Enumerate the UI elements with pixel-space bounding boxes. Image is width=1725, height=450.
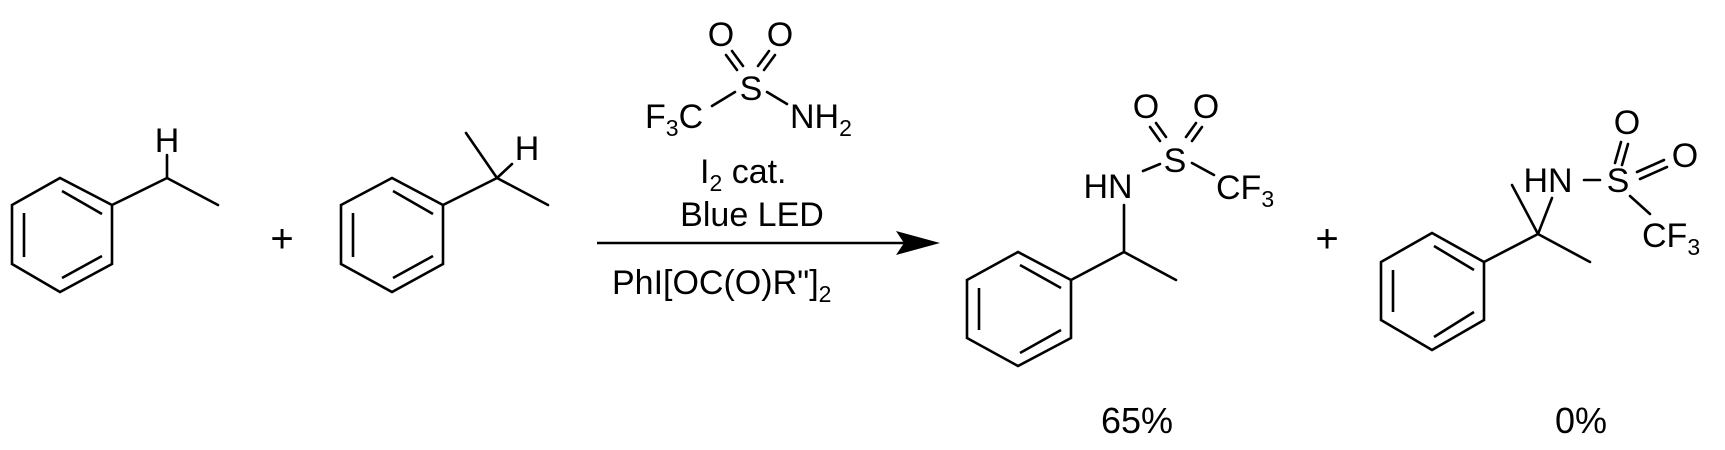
trifluoromethyl-label: CF3 xyxy=(1216,169,1274,212)
bond xyxy=(495,176,550,207)
light-source-text: Blue LED xyxy=(680,196,824,234)
oxygen-label: O xyxy=(767,16,793,54)
oxidant-text: PhI[OC(O)R"]2 xyxy=(612,264,831,307)
nh-label: HN xyxy=(1083,168,1132,206)
benzene-ring xyxy=(1379,231,1486,352)
sulfur-label: S xyxy=(1164,142,1187,180)
oxygen-label: O xyxy=(1672,137,1698,175)
hydrogen-label: H xyxy=(515,130,540,168)
reaction-arrow xyxy=(597,231,940,255)
oxygen-label: O xyxy=(1614,104,1640,142)
reagent-triflamide: O O S F3C NH2 xyxy=(645,16,852,141)
oxygen-label: O xyxy=(1193,88,1219,126)
plus-sign: + xyxy=(270,217,293,261)
plus-sign: + xyxy=(1315,217,1338,261)
hydrogen-label: H xyxy=(155,122,180,160)
benzene-ring xyxy=(339,176,445,294)
catalyst-text: I2 cat. xyxy=(700,153,787,196)
reactant-cumene: H xyxy=(339,130,550,294)
sulfur-label: S xyxy=(740,70,763,108)
oxygen-label: O xyxy=(708,16,734,54)
product-1-yield: 65% xyxy=(1101,400,1173,441)
nh-label: HN xyxy=(1523,162,1572,200)
bond xyxy=(441,176,499,207)
amine-group-label: NH2 xyxy=(790,98,852,141)
bond xyxy=(165,176,220,207)
bond xyxy=(495,162,514,180)
product-2-yield: 0% xyxy=(1555,400,1607,441)
product-secondary-triflamide: HN S O O CF3 xyxy=(965,88,1274,368)
sulfur-label: S xyxy=(1607,162,1630,200)
benzene-ring xyxy=(10,176,114,294)
bond xyxy=(464,131,499,180)
oxygen-label: O xyxy=(1133,88,1159,126)
benzene-ring xyxy=(965,250,1073,368)
product-tertiary-triflamide: HN S O O CF3 xyxy=(1379,104,1700,352)
bond xyxy=(110,176,169,207)
reactant-ethylbenzene: H xyxy=(10,122,220,294)
trifluoromethyl-label: CF3 xyxy=(1642,217,1700,260)
f3c-group-label: F3C xyxy=(645,98,703,141)
